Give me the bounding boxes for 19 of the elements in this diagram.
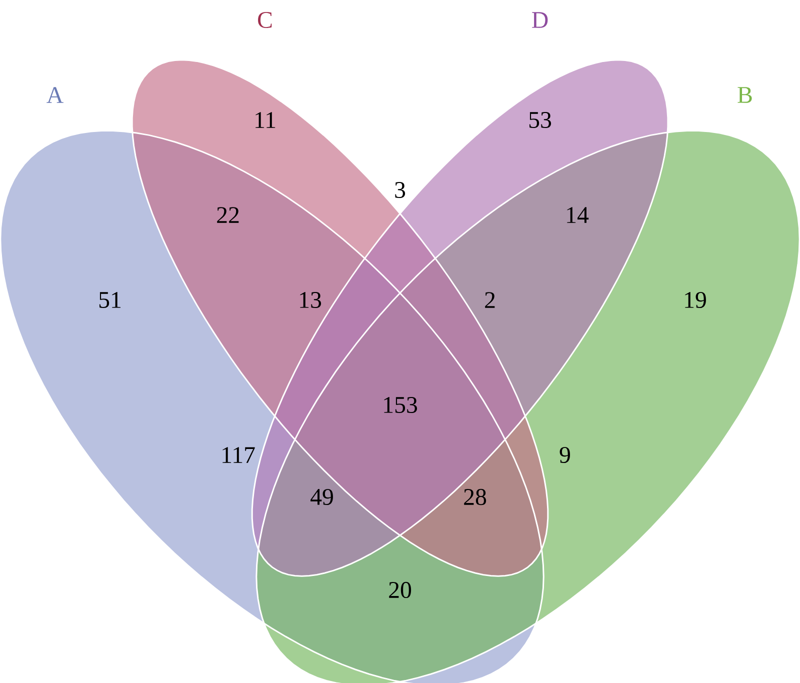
region-count: 19: [685, 292, 706, 308]
region-count: 117: [222, 447, 255, 463]
region-count: 2: [485, 292, 495, 308]
node-label: B: [738, 87, 752, 103]
region-count: 9: [560, 446, 570, 464]
region-count: 51: [99, 292, 121, 308]
region-count: 28: [464, 488, 486, 506]
region-count: 49: [310, 488, 333, 506]
region-count: 14: [567, 207, 589, 223]
region-count: 20: [389, 582, 412, 598]
region-count: 22: [217, 207, 239, 223]
region-count: 153: [384, 396, 417, 414]
region-count: 53: [529, 112, 552, 128]
region-count: 11: [256, 112, 276, 128]
region-count: 13: [300, 292, 322, 308]
region-count: 3: [395, 182, 406, 198]
node-label: A: [46, 87, 64, 103]
node-label: C: [258, 12, 272, 28]
node-label: D: [532, 12, 548, 28]
